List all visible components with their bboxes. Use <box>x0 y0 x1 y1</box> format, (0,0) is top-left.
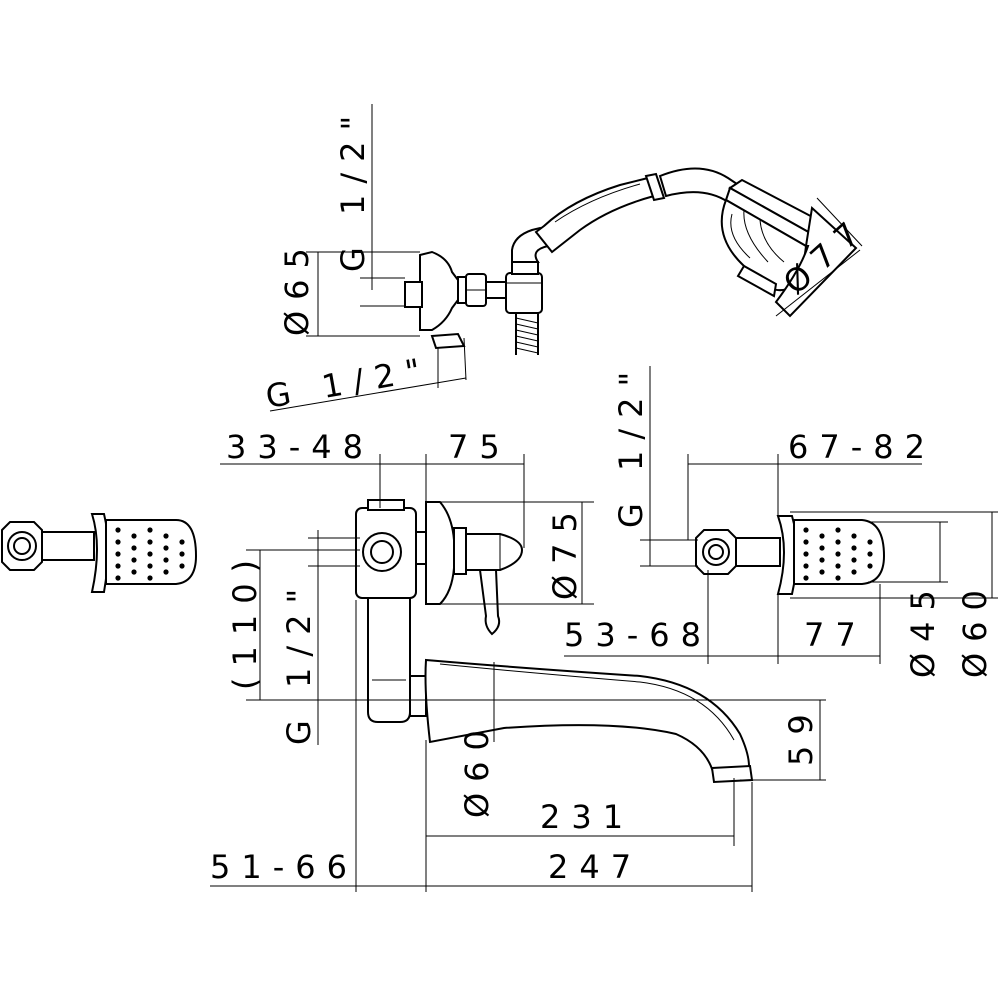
dim-hs-d65: Ø65 <box>278 237 316 336</box>
dim-bottom-51-66: 51-66 <box>210 848 358 886</box>
spout <box>409 658 754 784</box>
knurl-dots-right <box>803 527 873 581</box>
dim-right-d60: Ø60 <box>956 579 994 678</box>
mixer-dimensions <box>210 454 826 892</box>
dim-spout-247: 247 <box>548 848 642 886</box>
dim-left-110: (110) <box>226 549 264 690</box>
dim-right-53-68: 53-68 <box>564 616 712 654</box>
dim-hs-thread-vert: G 1/2" <box>334 105 372 272</box>
dim-spout-d60: Ø60 <box>458 719 496 818</box>
dimension-labels: G 1/2" Ø65 Ø77 G 1/2" 33-48 75 Ø75 G 1/2… <box>210 105 994 886</box>
mixer-body <box>355 499 524 723</box>
knurl-dots-left <box>115 527 185 581</box>
dim-left-thread: G 1/2" <box>280 578 318 745</box>
dim-spout-231: 231 <box>540 798 634 836</box>
dim-right-67-82: 67-82 <box>788 428 936 466</box>
dim-right-d45: Ø45 <box>904 579 942 678</box>
hand-shower <box>404 167 858 355</box>
dim-right-thread: G 1/2" <box>612 361 650 528</box>
dim-hs-thread-diag: G 1/2" <box>263 349 434 415</box>
side-view-left <box>1 513 198 593</box>
dim-right-77: 77 <box>804 616 867 654</box>
valve-right-dimensions <box>564 366 998 664</box>
hand-shower-dimensions <box>269 104 863 412</box>
dim-mix-33-48: 33-48 <box>226 428 374 466</box>
dim-spout-59: 59 <box>782 703 820 766</box>
valve-right <box>695 515 886 595</box>
dim-mix-d75: Ø75 <box>546 501 584 600</box>
dim-mix-75: 75 <box>448 428 511 466</box>
